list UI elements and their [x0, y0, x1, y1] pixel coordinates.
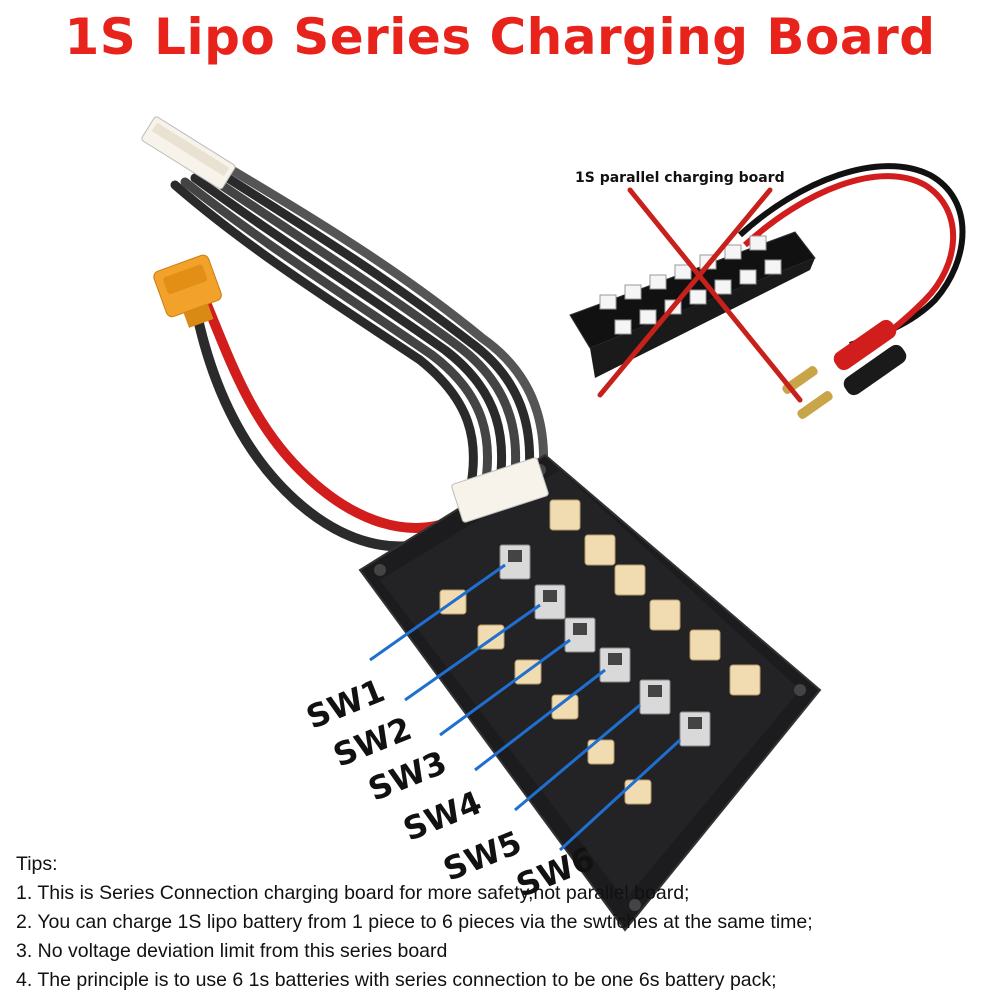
tips-section: Tips: 1. This is Series Connection charg… [16, 850, 991, 995]
cross-out-mark [597, 187, 803, 403]
power-leads [190, 295, 445, 552]
switch-pointer-lines [369, 563, 682, 852]
tip-line: 3. No voltage deviation limit from this … [16, 940, 448, 962]
parallel-board-label: 1S parallel charging board [575, 170, 785, 186]
tip-line: 4. The principle is to use 6 1s batterie… [16, 969, 777, 991]
balance-wires [170, 161, 549, 505]
tips-heading: Tips: [16, 853, 58, 875]
balance-plug-top [141, 116, 236, 190]
parallel-board-photo [569, 163, 966, 419]
banana-plugs [782, 319, 907, 419]
page-title: 1S Lipo Series Charging Board [64, 8, 936, 66]
tip-line: 2. You can charge 1S lipo battery from 1… [16, 911, 813, 933]
tip-line: 1. This is Series Connection charging bo… [16, 882, 690, 904]
xt60-connector [153, 254, 222, 328]
